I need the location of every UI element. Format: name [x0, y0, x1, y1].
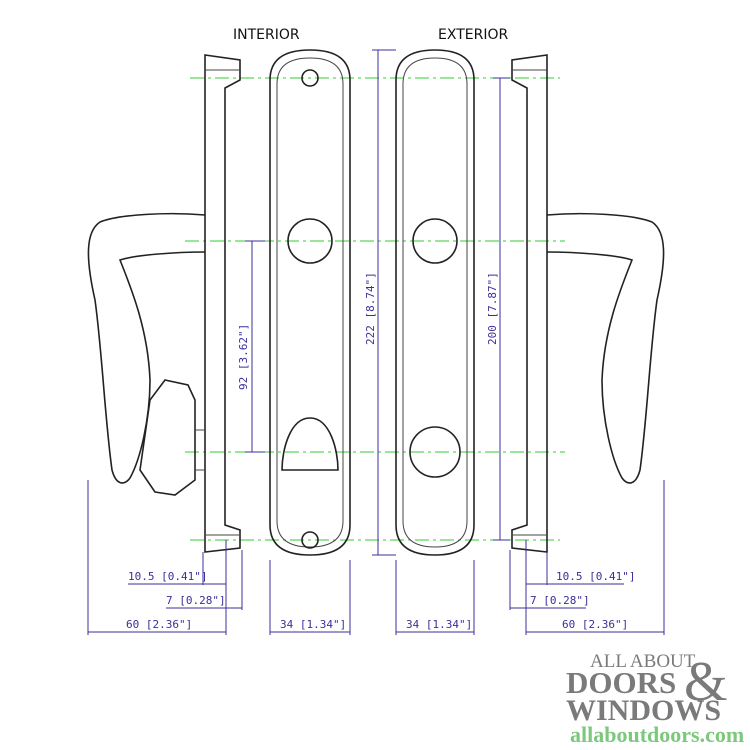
dim-10-5-right: 10.5 [0.41"]: [556, 570, 635, 583]
thumbturn-icon: [281, 417, 339, 471]
dim-10-5-left: 10.5 [0.41"]: [128, 570, 207, 583]
svg-text:ALL ABOUT: ALL ABOUT: [590, 651, 696, 672]
interior-side-profile: [87, 54, 241, 553]
dim-222: 222 [8.74"]: [364, 272, 377, 345]
exterior-heading: EXTERIOR: [438, 27, 508, 43]
svg-text:DOORS: DOORS: [566, 665, 676, 700]
dim-92: 92 [3.62"]: [237, 324, 250, 390]
dim-200: 200 [7.87"]: [486, 272, 499, 345]
svg-text:&: &: [684, 651, 728, 713]
brand-logo: ALL ABOUT DOORS & WINDOWS allaboutdoors.…: [566, 651, 744, 747]
dim-60-right: 60 [2.36"]: [562, 618, 628, 631]
left-bottom-dimensions: 10.5 [0.41"] 7 [0.28"] 60 [2.36"]: [87, 480, 243, 635]
spindle-hole-icon: [287, 218, 333, 264]
plate-width-dimensions: 34 [1.34"] 34 [1.34"]: [269, 560, 475, 635]
exterior-plate: [395, 49, 475, 556]
dim-34-exterior: 34 [1.34"]: [406, 618, 472, 631]
right-bottom-dimensions: 10.5 [0.41"] 7 [0.28"] 60 [2.36"]: [509, 480, 665, 635]
dim-34-interior: 34 [1.34"]: [280, 618, 346, 631]
exterior-side-profile: [511, 54, 665, 553]
vertical-dimensions: 92 [3.62"] 222 [8.74"] 200 [7.87"]: [237, 49, 510, 556]
svg-text:WINDOWS: WINDOWS: [566, 694, 721, 727]
cylinder-hole-icon: [409, 426, 461, 478]
screw-hole-icon: [301, 531, 319, 549]
interior-heading: INTERIOR: [233, 27, 300, 43]
screw-hole-icon: [301, 69, 319, 87]
svg-text:allaboutdoors.com: allaboutdoors.com: [570, 722, 744, 747]
spindle-hole-icon: [412, 218, 458, 264]
dim-7-left: 7 [0.28"]: [166, 594, 226, 607]
dim-7-right: 7 [0.28"]: [530, 594, 590, 607]
dim-60-left: 60 [2.36"]: [126, 618, 192, 631]
interior-plate: [269, 49, 351, 556]
